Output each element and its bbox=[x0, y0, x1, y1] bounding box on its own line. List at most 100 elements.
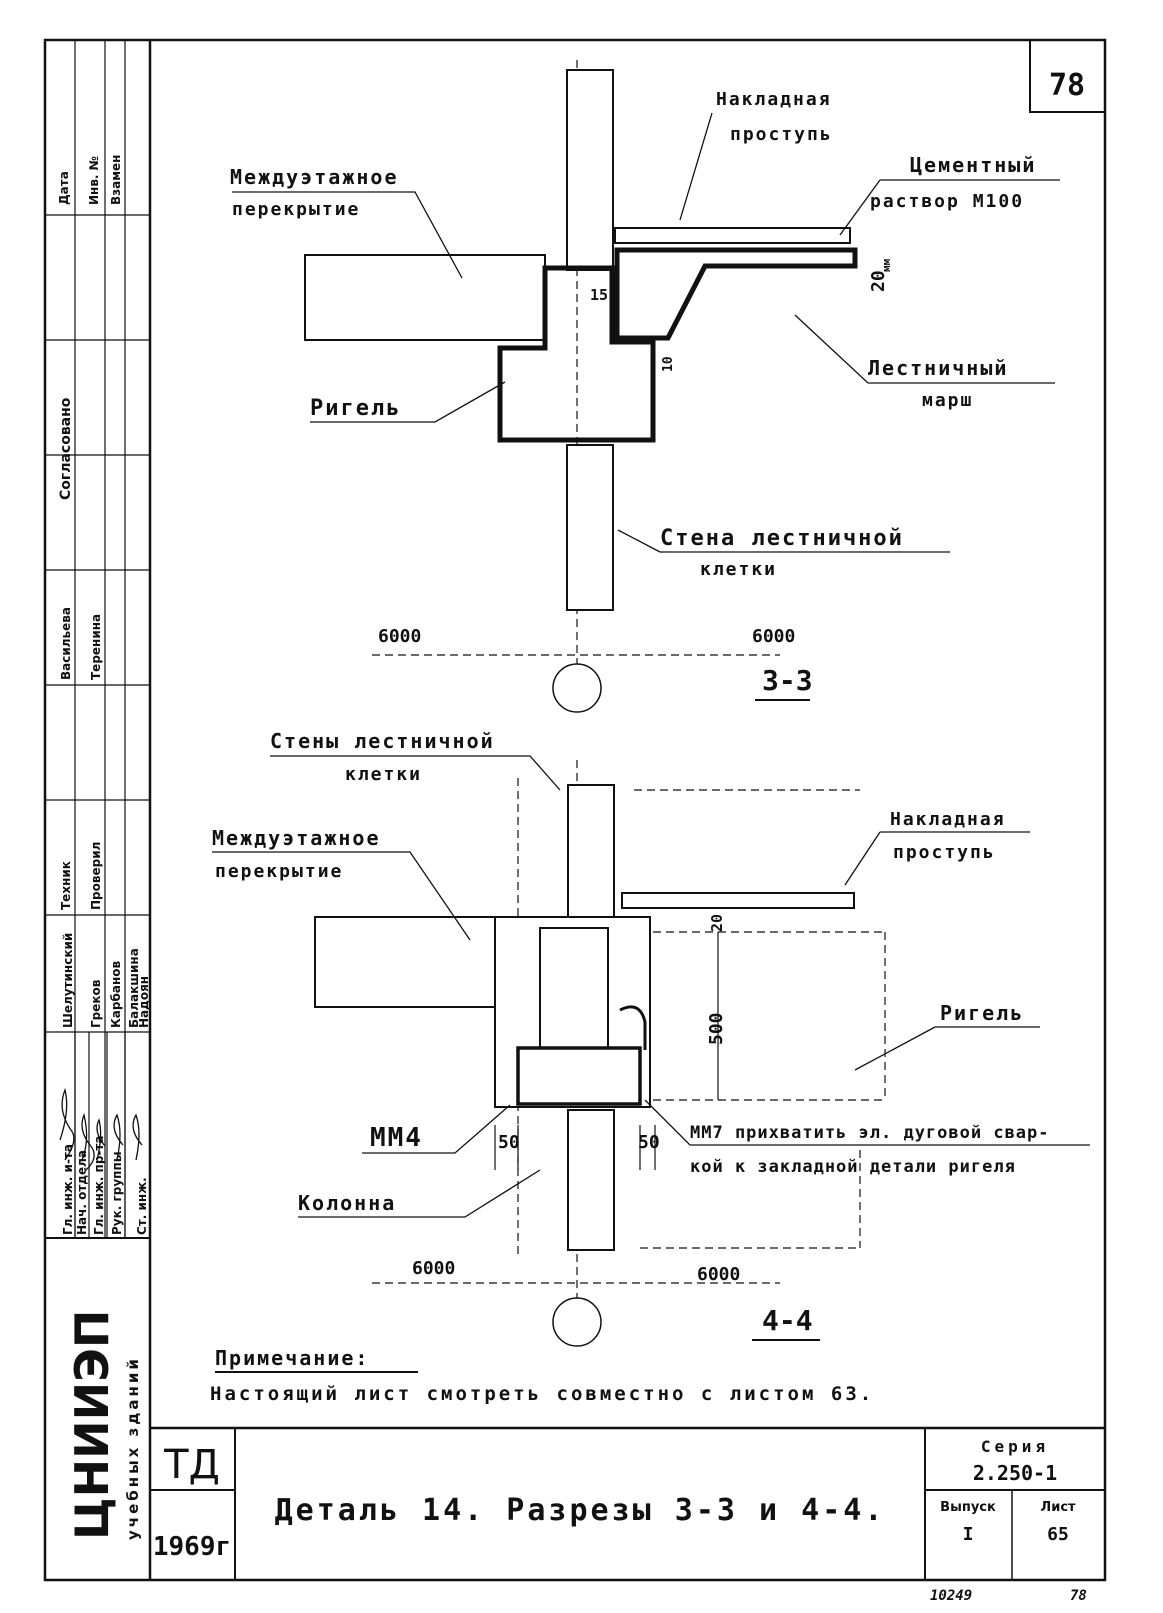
signature-3 bbox=[96, 1118, 106, 1161]
side-name-vasilieva: Васильева bbox=[59, 607, 73, 680]
leader-tread-44 bbox=[844, 831, 1030, 886]
dim-50-left-44: 50 bbox=[498, 1132, 520, 1153]
side-name-3: Карбанов bbox=[109, 960, 123, 1028]
side-date: Дата bbox=[57, 171, 71, 205]
leader-column-44 bbox=[298, 1169, 541, 1218]
series-value: 2.250-1 bbox=[973, 1461, 1057, 1485]
side-role-checked: Проверил bbox=[89, 842, 103, 910]
side-agreed: Согласовано bbox=[58, 397, 74, 500]
section-4-4: Стены лестничной клетки Междуэтажное пер… bbox=[212, 729, 1090, 1347]
leader-slab-44 bbox=[212, 851, 471, 941]
page-number-box bbox=[1029, 40, 1105, 113]
note-text: Настоящий лист смотреть совместно с лист… bbox=[210, 1383, 874, 1405]
leader-mm4-44 bbox=[362, 1104, 511, 1154]
dim-500-44: 500 bbox=[706, 1012, 727, 1045]
girder-33 bbox=[497, 265, 656, 443]
signature-4 bbox=[113, 1113, 124, 1161]
label-walls-44-l1: Стены лестничной bbox=[270, 729, 495, 753]
side-role-3: Гл. инж. пр-та bbox=[92, 1136, 106, 1235]
label-tread-33-l2: проступь bbox=[730, 124, 833, 145]
tread-33 bbox=[614, 227, 851, 244]
title-main: Деталь 14. Разрезы 3-3 и 4-4. bbox=[275, 1493, 886, 1528]
label-mortar-33-l2: раствор М100 bbox=[870, 191, 1024, 212]
side-name-1: Шелутинский bbox=[61, 933, 75, 1028]
label-slab-44-l1: Междуэтажное bbox=[212, 826, 381, 850]
leader-mortar-33 bbox=[839, 179, 1060, 236]
signature-2 bbox=[81, 1112, 95, 1171]
axis-marker-33 bbox=[552, 663, 602, 713]
note-heading: Примечание: bbox=[215, 1346, 369, 1370]
label-slab-33-l2: перекрытие bbox=[232, 199, 360, 220]
label-slab-33-l1: Междуэтажное bbox=[230, 165, 399, 189]
label-girder-33: Ригель bbox=[310, 396, 401, 421]
label-walls-44-l2: клетки bbox=[345, 764, 422, 785]
side-block: Дата Инв. № Взамен Согласовано Васильева… bbox=[45, 40, 151, 1540]
label-mortar-33-l1: Цементный bbox=[910, 153, 1036, 177]
floor-slab-33 bbox=[304, 254, 546, 341]
stair-flight-33 bbox=[614, 247, 858, 341]
label-tread-44-l1: Накладная bbox=[890, 809, 1006, 830]
title-td: ТД bbox=[163, 1442, 220, 1488]
dim-20-33: 20 bbox=[868, 270, 889, 292]
side-role-1: Гл. инж. и-та bbox=[61, 1144, 75, 1235]
girder-44 bbox=[516, 1046, 642, 1106]
title-year: 1969г bbox=[153, 1532, 231, 1562]
dim-6000-left-33: 6000 bbox=[378, 626, 421, 647]
leader-flight-33 bbox=[794, 314, 1055, 384]
label-flight-33-l1: Лестничный bbox=[868, 356, 1008, 380]
dim-50-right-44: 50 bbox=[638, 1132, 660, 1153]
section-title-44: 4-4 bbox=[762, 1304, 813, 1337]
leader-girder-44 bbox=[854, 1026, 1040, 1071]
side-name-terenina: Теренина bbox=[89, 614, 103, 680]
page-number: 78 bbox=[1049, 68, 1085, 103]
side-role-4: Рук. группы bbox=[110, 1151, 124, 1235]
dim-6000-right-44: 6000 bbox=[697, 1264, 740, 1285]
dim-mm-33: мм bbox=[880, 258, 893, 272]
leader-walls-44 bbox=[270, 755, 561, 791]
section-3-3: Междуэтажное перекрытие Накладная просту… bbox=[230, 60, 1060, 713]
axis-marker-44 bbox=[552, 1297, 602, 1347]
side-inv: Инв. № bbox=[87, 156, 101, 205]
label-mm7-44-l2: кой к закладной детали ригеля bbox=[690, 1157, 1016, 1177]
label-column-44: Колонна bbox=[298, 1191, 396, 1215]
label-wall-33-l2: клетки bbox=[700, 559, 777, 580]
sheet-value: 65 bbox=[1047, 1524, 1069, 1545]
leader-tread-33 bbox=[679, 112, 713, 221]
archive-number: 10249 bbox=[930, 1588, 972, 1604]
leader-mm7-44 bbox=[644, 1099, 1090, 1146]
label-mm7-44-l1: ММ7 прихватить эл. дуговой свар- bbox=[690, 1123, 1050, 1143]
dim-10-33: 10 bbox=[661, 356, 676, 372]
label-tread-33-l1: Накладная bbox=[716, 89, 832, 110]
dim-15-33: 15 bbox=[590, 286, 608, 304]
section-title-33: 3-3 bbox=[762, 664, 813, 697]
side-name-2: Греков bbox=[89, 979, 103, 1028]
org-subtitle: учебных зданий bbox=[124, 1356, 142, 1540]
side-replace: Взамен bbox=[109, 155, 123, 205]
dim-6000-left-44: 6000 bbox=[412, 1258, 455, 1279]
leader-wall-33 bbox=[617, 529, 950, 553]
side-name-5: Надоян bbox=[137, 976, 151, 1028]
label-slab-44-l2: перекрытие bbox=[215, 861, 343, 882]
side-role-technician: Техник bbox=[59, 861, 73, 910]
leader-slab-33 bbox=[232, 191, 463, 279]
label-girder-44: Ригель bbox=[940, 1001, 1024, 1025]
mm7-bracket-44 bbox=[619, 1005, 647, 1050]
label-wall-33-l1: Стена лестничной bbox=[660, 526, 904, 551]
sheet-label: Лист bbox=[1040, 1500, 1076, 1515]
title-block: ТД 1969г Деталь 14. Разрезы 3-3 и 4-4. С… bbox=[150, 1426, 1105, 1580]
tread-44 bbox=[621, 892, 855, 909]
lower-column-44 bbox=[567, 1109, 615, 1251]
lower-wall-33 bbox=[566, 444, 614, 611]
footer-page-number: 78 bbox=[1070, 1588, 1087, 1604]
side-role-2: Нач. отдела bbox=[75, 1150, 89, 1235]
label-flight-33-l2: марш bbox=[922, 390, 973, 411]
outer-frame bbox=[43, 38, 1107, 1582]
signature-1 bbox=[59, 1087, 75, 1161]
issue-value: I bbox=[963, 1524, 974, 1545]
upper-wall-44 bbox=[567, 784, 615, 921]
series-label: Серия bbox=[981, 1437, 1049, 1456]
label-mm4-44: ММ4 bbox=[370, 1123, 423, 1153]
org-logo-text: ЦНИИЭП bbox=[65, 1310, 119, 1540]
label-tread-44-l2: проступь bbox=[893, 842, 996, 863]
